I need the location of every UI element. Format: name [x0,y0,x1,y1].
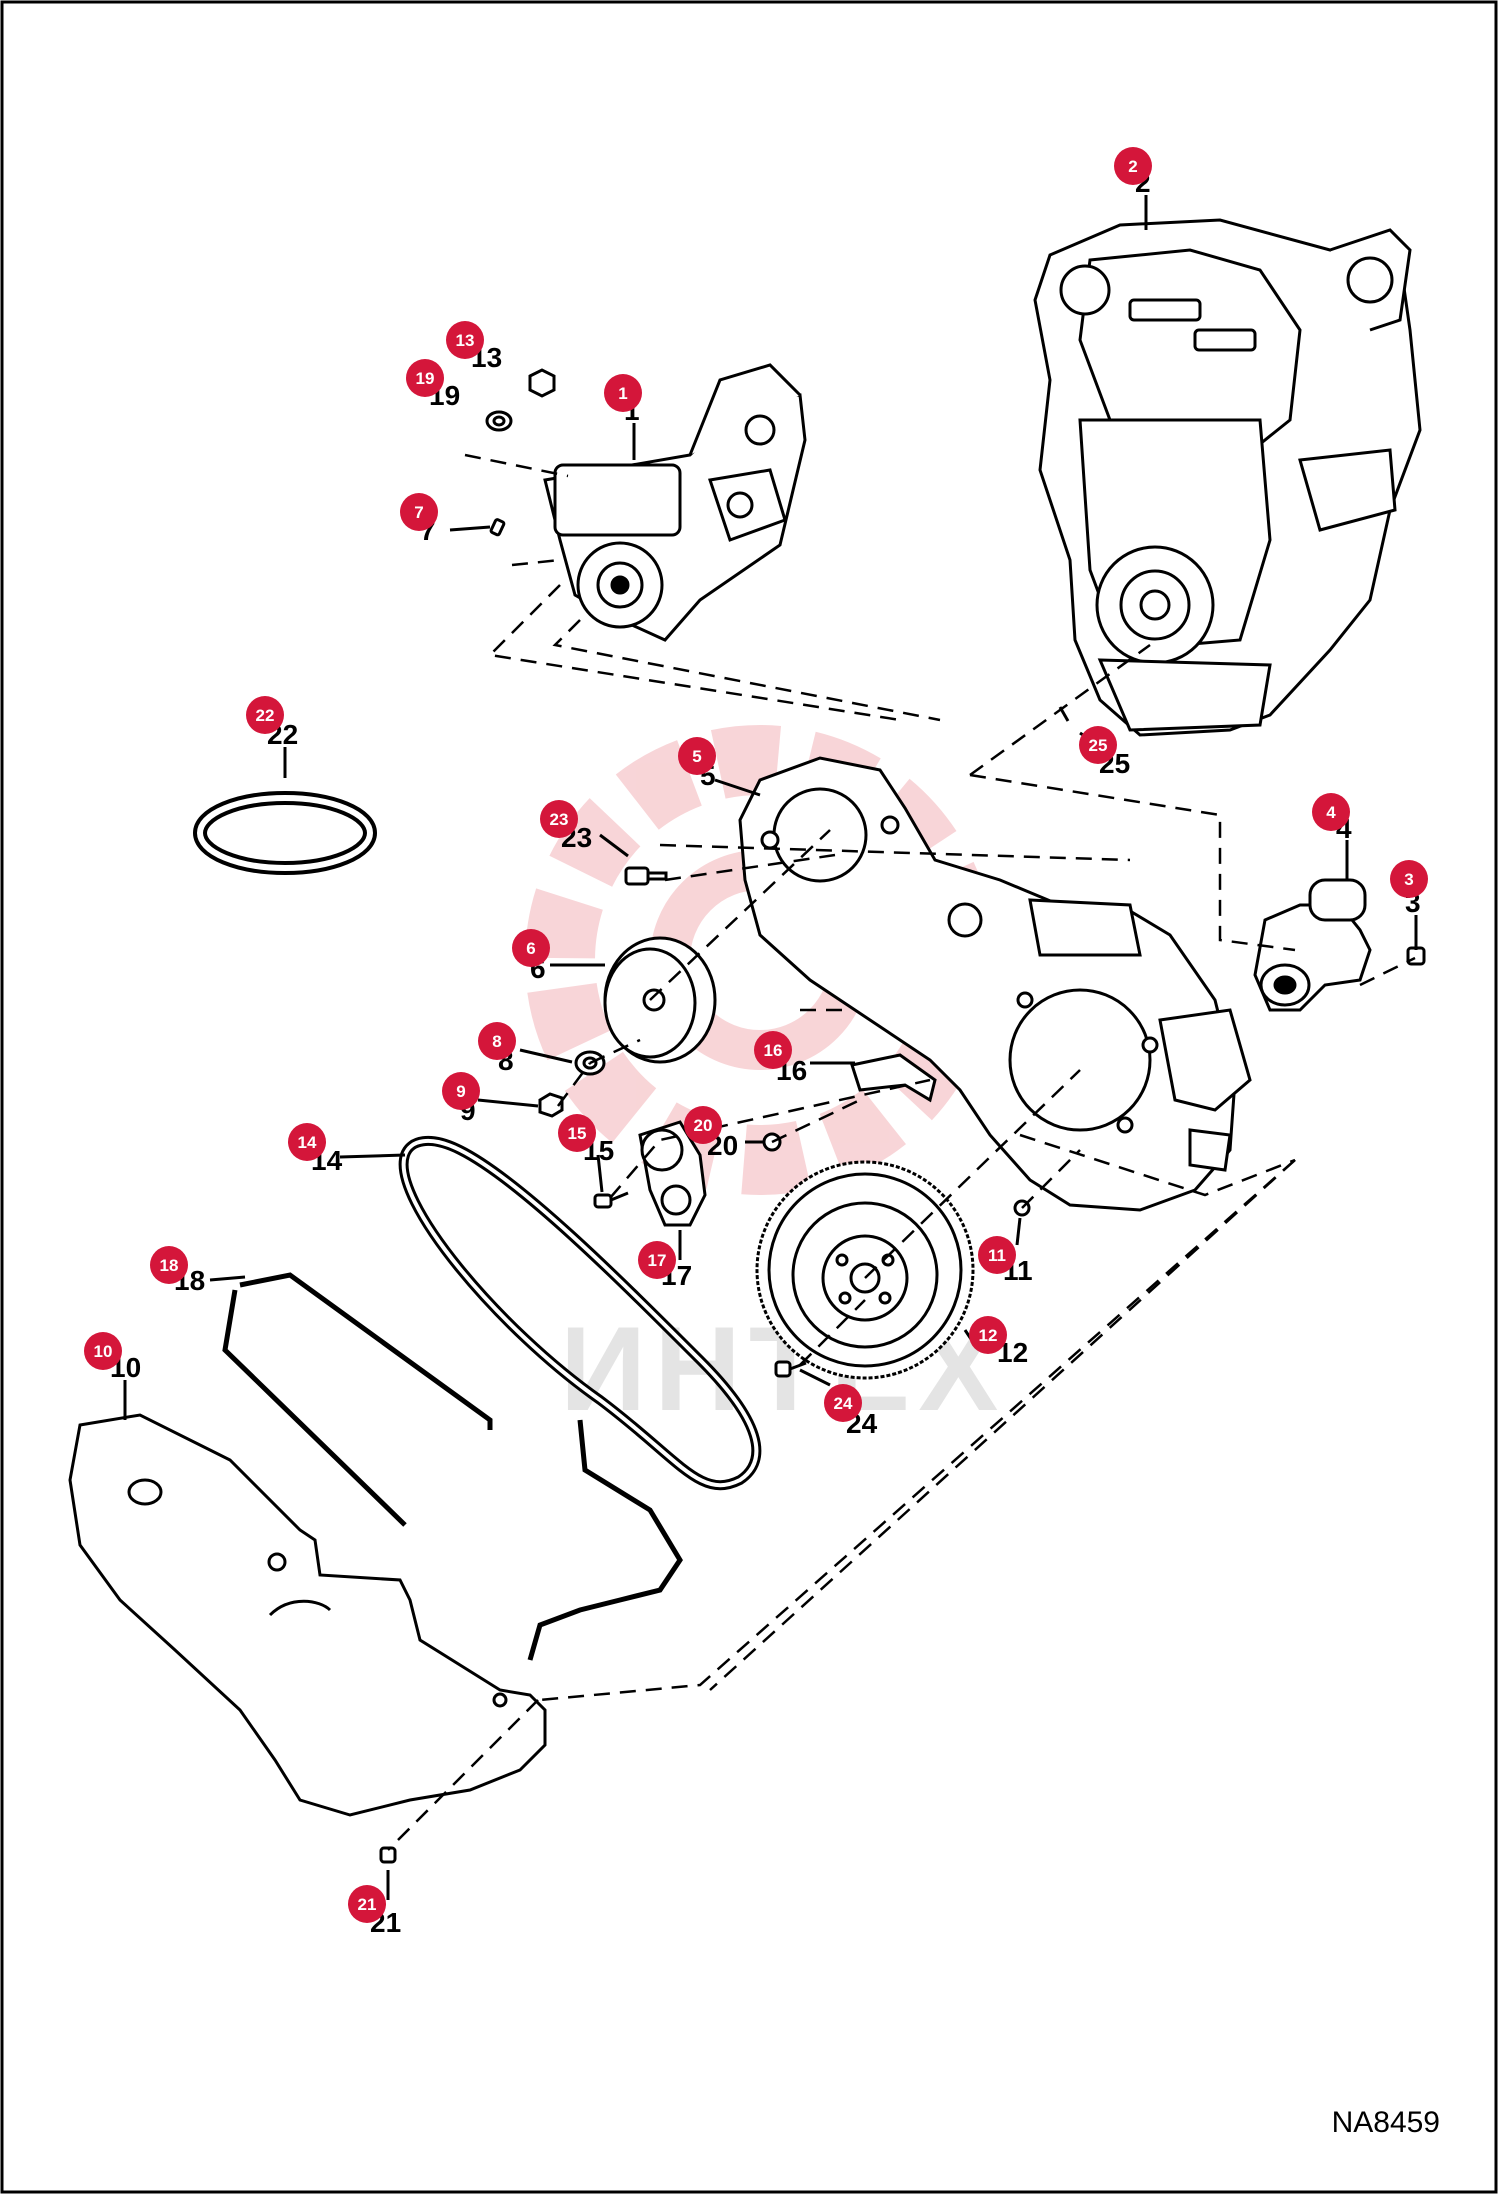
callout-5[interactable]: 5 [678,737,716,775]
callout-23[interactable]: 23 [540,800,578,838]
svg-text:10: 10 [94,1342,113,1361]
callout-10[interactable]: 10 [84,1332,122,1370]
callout-17[interactable]: 17 [638,1241,676,1279]
callout-21[interactable]: 21 [348,1885,386,1923]
svg-text:8: 8 [492,1032,501,1051]
svg-text:18: 18 [160,1256,179,1275]
callout-22[interactable]: 22 [246,696,284,734]
callout-25[interactable]: 25 [1079,726,1117,764]
figure-reference: NA8459 [1332,2106,1440,2139]
front-cover [68,1413,547,1817]
svg-text:5: 5 [692,747,701,766]
svg-text:14: 14 [298,1133,317,1152]
callout-13[interactable]: 13 [446,321,484,359]
svg-text:15: 15 [568,1124,587,1143]
belt-tensioner [638,1120,707,1227]
bolt-23 [624,866,668,886]
callout-12[interactable]: 12 [969,1316,1007,1354]
callout-9[interactable]: 9 [442,1072,480,1110]
svg-text:1: 1 [618,384,627,403]
svg-text:20: 20 [694,1116,713,1135]
svg-text:2: 2 [1128,157,1137,176]
svg-text:7: 7 [414,503,423,522]
bracket-16 [850,1053,937,1103]
drive-belt [398,1135,762,1491]
leader-lines [123,195,1418,1900]
svg-text:21: 21 [358,1895,377,1914]
svg-text:3: 3 [1404,870,1413,889]
svg-text:19: 19 [416,369,435,388]
hose-22-inner [197,795,373,871]
gasket-18 [222,1272,683,1661]
cover-bolt-21 [379,1846,397,1864]
callout-14[interactable]: 14 [288,1123,326,1161]
callout-24[interactable]: 24 [824,1384,862,1422]
svg-text:16: 16 [764,1041,783,1060]
callout-20[interactable]: 20 [684,1106,722,1144]
callout-19[interactable]: 19 [406,359,444,397]
hydraulic-pump [543,363,807,642]
callout-11[interactable]: 11 [978,1236,1016,1274]
callout-2[interactable]: 2 [1114,147,1152,185]
gear-housing [738,756,1252,1212]
callout-16[interactable]: 16 [754,1031,792,1069]
callout-18[interactable]: 18 [150,1246,188,1284]
svg-text:13: 13 [456,331,475,350]
svg-text:11: 11 [988,1246,1006,1265]
svg-text:9: 9 [456,1082,465,1101]
svg-text:23: 23 [550,810,569,829]
callout-badges: 1 2 3 4 5 6 7 8 9 10 11 12 13 14 15 16 1… [84,147,1428,1923]
assembly-lines [387,453,1416,1851]
callout-6[interactable]: 6 [512,929,550,967]
svg-text:22: 22 [256,706,275,725]
svg-text:6: 6 [526,939,535,958]
pulley-nut [538,1092,564,1118]
callout-15[interactable]: 15 [558,1114,596,1152]
crank-pulley [603,936,717,1064]
svg-text:12: 12 [979,1326,998,1345]
callout-1[interactable]: 1 [604,374,642,412]
svg-text:4: 4 [1326,803,1336,822]
flywheel [755,1160,975,1380]
callout-7[interactable]: 7 [400,493,438,531]
starter-motor [1253,878,1372,1012]
flywheel-bolt-24 [774,1360,807,1378]
tensioner-bolt [593,1191,629,1209]
callout-4[interactable]: 4 [1312,793,1350,831]
callout-8[interactable]: 8 [478,1022,516,1060]
svg-text:25: 25 [1089,736,1108,755]
svg-text:24: 24 [834,1394,853,1413]
pump-nut [485,368,556,537]
callout-3[interactable]: 3 [1390,860,1428,898]
engine-block [1033,218,1422,737]
svg-text:17: 17 [648,1251,667,1270]
